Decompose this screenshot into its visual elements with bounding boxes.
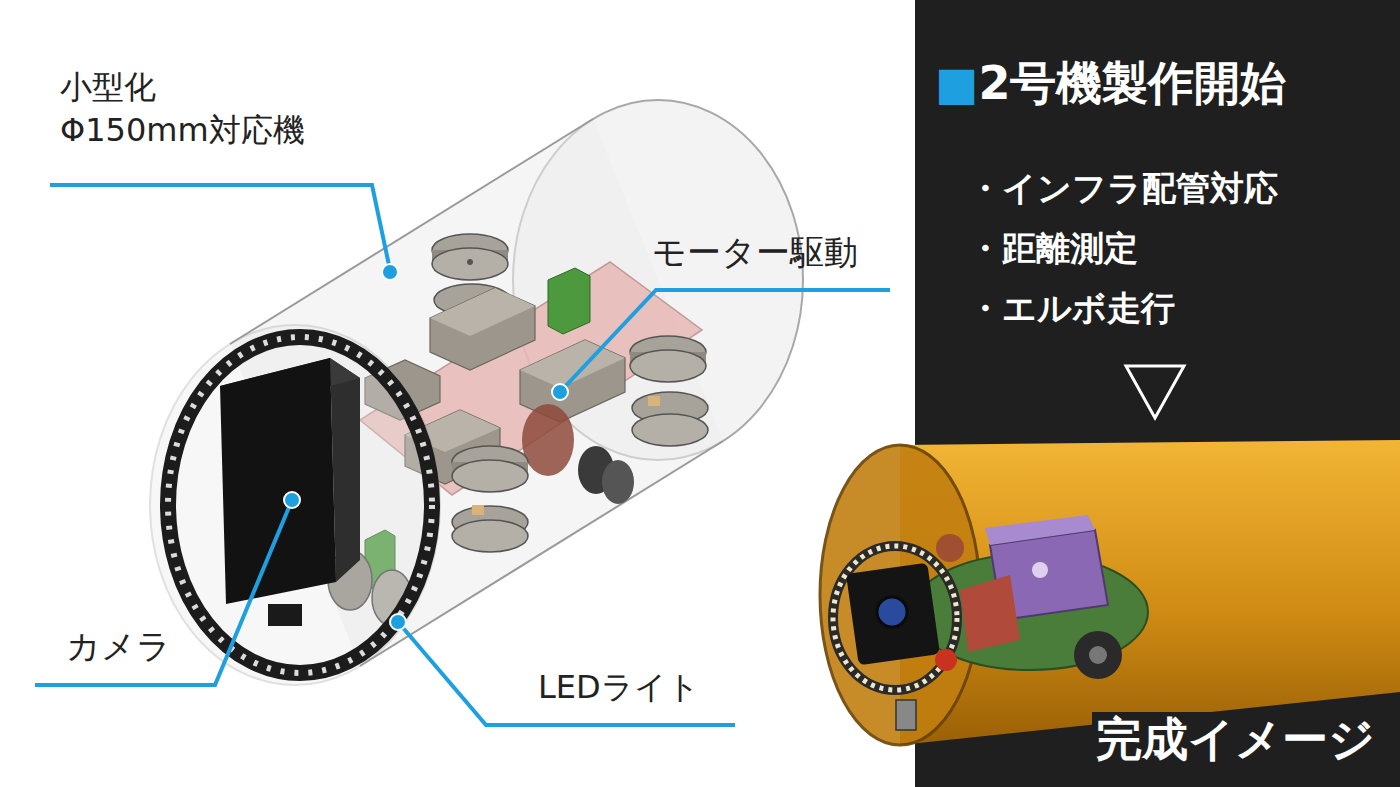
camera-mount (268, 604, 302, 626)
leader-line (35, 500, 292, 685)
robot-box-detail (1032, 562, 1048, 578)
image-caption: 完成イメージ (1092, 712, 1379, 767)
led-ring (168, 337, 432, 673)
robot-box-top (985, 515, 1095, 545)
wheel (632, 414, 708, 446)
green-board (548, 268, 590, 334)
completed-image (820, 440, 1400, 745)
bracket (648, 396, 660, 406)
part-label: モーター駆動 (652, 232, 858, 273)
leader-line (560, 290, 890, 392)
leader-lines (35, 185, 890, 725)
leader-dots (284, 264, 568, 630)
robot-led-ring (833, 546, 957, 690)
robot-gripper (896, 700, 916, 730)
pipe-robot-illustration (150, 100, 803, 685)
part-label: LEDライト (538, 668, 700, 706)
wheel-hub (467, 259, 473, 265)
wheel (452, 520, 528, 552)
drive-wheel (522, 404, 574, 476)
robot-sensor (935, 649, 957, 671)
wheel (452, 460, 528, 492)
leader-line (398, 622, 735, 725)
feature-bullet: ・距離測定 (968, 228, 1138, 269)
bracket (472, 505, 484, 515)
size-note: 小型化 Φ150mm対応機 (60, 66, 360, 152)
feature-bullet: ・エルボ走行 (968, 288, 1175, 329)
panel-title: ■2号機製作開始 (935, 56, 1286, 111)
leader-dot (284, 492, 300, 508)
leader-line (50, 185, 390, 270)
camera-body (220, 358, 336, 604)
small-wheel (602, 460, 634, 504)
robot-bracket (960, 575, 1020, 652)
motor-box (430, 288, 535, 370)
led-chip (168, 337, 432, 673)
orange-pipe-rim (820, 445, 980, 745)
leader-dot (382, 264, 398, 280)
motor-box (430, 288, 535, 336)
feature-bullet: ・インフラ配管対応 (968, 168, 1278, 209)
pipe-front-rim (150, 325, 440, 685)
robot-wheel (1074, 631, 1122, 679)
robot-wheel-hub (1089, 646, 1107, 664)
wheel (630, 350, 706, 382)
leader-dot (552, 384, 568, 400)
robot-wheel (936, 534, 964, 562)
robot-led-chip (833, 546, 957, 690)
robot-lens (877, 597, 907, 627)
robot-camera (846, 563, 940, 666)
orange-pipe (900, 440, 1400, 745)
wheel (432, 248, 508, 280)
leader-dot (390, 614, 406, 630)
part-label: カメラ (66, 626, 171, 667)
down-triangle (1126, 366, 1184, 418)
